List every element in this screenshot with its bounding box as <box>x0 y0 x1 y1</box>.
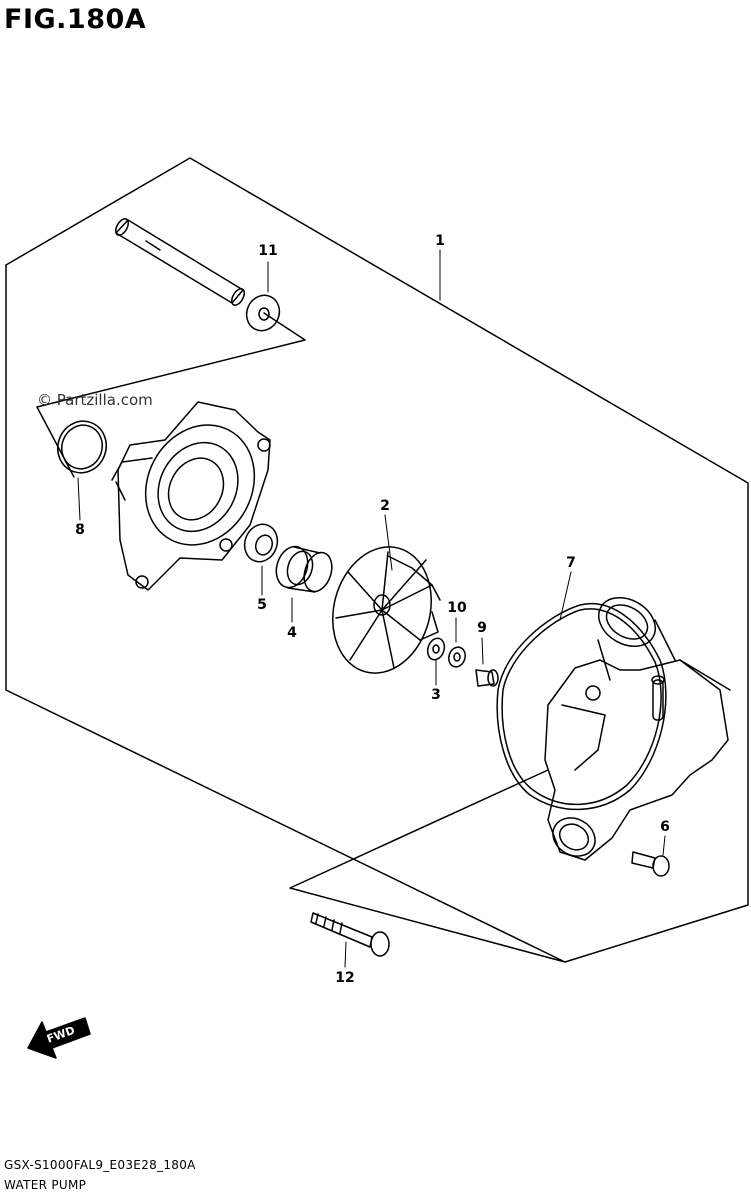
callout-6: 6 <box>660 819 670 835</box>
washer-10-icon <box>448 646 466 668</box>
bolt-12-icon <box>310 912 390 957</box>
diagram-code: GSX-S1000FAL9_E03E28_180A <box>4 1158 196 1172</box>
callout-3: 3 <box>431 687 441 703</box>
callout-11: 11 <box>258 243 278 259</box>
fwd-arrow-icon: FWD <box>27 1017 91 1059</box>
callout-8: 8 <box>75 522 85 538</box>
impeller-2-icon <box>332 546 441 674</box>
gasket-7-icon <box>496 603 667 811</box>
callout-7: 7 <box>566 555 576 571</box>
leader-lines <box>77 249 666 968</box>
figure-title: FIG.180A <box>4 4 147 35</box>
callout-9: 9 <box>477 620 487 636</box>
callout-10: 10 <box>447 600 467 616</box>
callout-12: 12 <box>335 970 355 986</box>
washer-3-icon <box>426 637 446 661</box>
oil-seal-5-icon <box>243 523 279 563</box>
pump-case-icon <box>111 401 271 591</box>
o-ring-8-icon <box>57 420 107 474</box>
assembly-boundary-outline <box>5 157 749 963</box>
callout-4: 4 <box>287 625 297 641</box>
pump-cover-icon <box>544 597 731 861</box>
diagram-caption: WATER PUMP <box>4 1178 87 1192</box>
bolt-6-icon <box>631 851 670 877</box>
callout-2: 2 <box>380 498 390 514</box>
bolt-9-icon <box>475 669 499 687</box>
callout-1: 1 <box>435 233 445 249</box>
pump-shaft-icon <box>115 218 245 306</box>
washer-11-icon <box>245 294 281 332</box>
mechanical-seal-4-icon <box>275 545 333 593</box>
callout-5: 5 <box>257 597 267 613</box>
partzilla-watermark: © Partzilla.com <box>37 391 153 409</box>
